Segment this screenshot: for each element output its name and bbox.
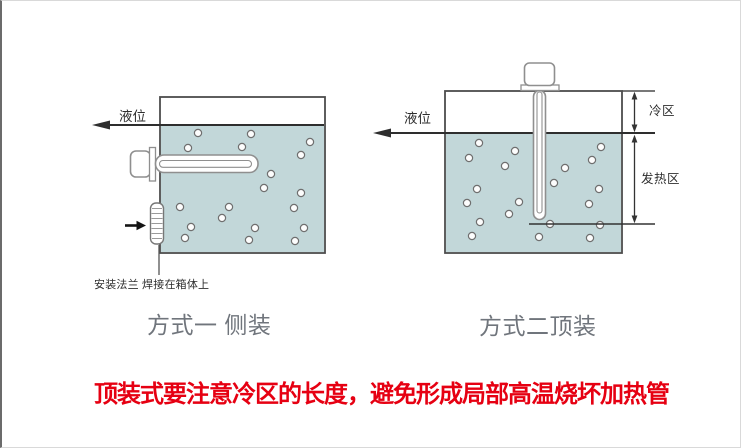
left-heater-tube-inner [158,159,253,168]
right-heater-terminal-cap [523,62,556,87]
left-heater-flange-plate [148,146,157,182]
right-liquid-level-arrow-icon [373,128,391,138]
right-caption: 方式二顶装 [479,313,597,339]
left-tank-diagram [92,96,326,275]
cold-zone-dimension-arrow [631,91,638,133]
flange-pointer-arrow-icon [125,220,146,231]
heating-zone-dimension-arrow [631,134,638,224]
left-heater-terminal-cap [129,150,152,178]
left-heater-element [129,146,259,182]
right-heater-element [520,62,560,221]
right-bubbles [462,138,606,243]
cold-zone-label: 冷区 [649,104,676,118]
left-liquid-level-label: 液位 [119,109,146,124]
left-bubbles [175,128,315,246]
right-heater-tube-inner [536,91,543,214]
right-tank-diagram [373,62,655,254]
warning-text: 顶装式要注意冷区的长度，避免形成局部高温烧坏加热管 [94,381,670,408]
right-liquid-level-label: 液位 [404,111,431,126]
left-liquid-level-arrow-icon [92,120,110,130]
left-caption: 方式一 侧装 [147,312,272,338]
left-flange-note: 安装法兰 焊接在箱体上 [94,279,210,291]
heating-zone-label: 发热区 [641,172,681,186]
left-mounting-flange [149,202,165,245]
